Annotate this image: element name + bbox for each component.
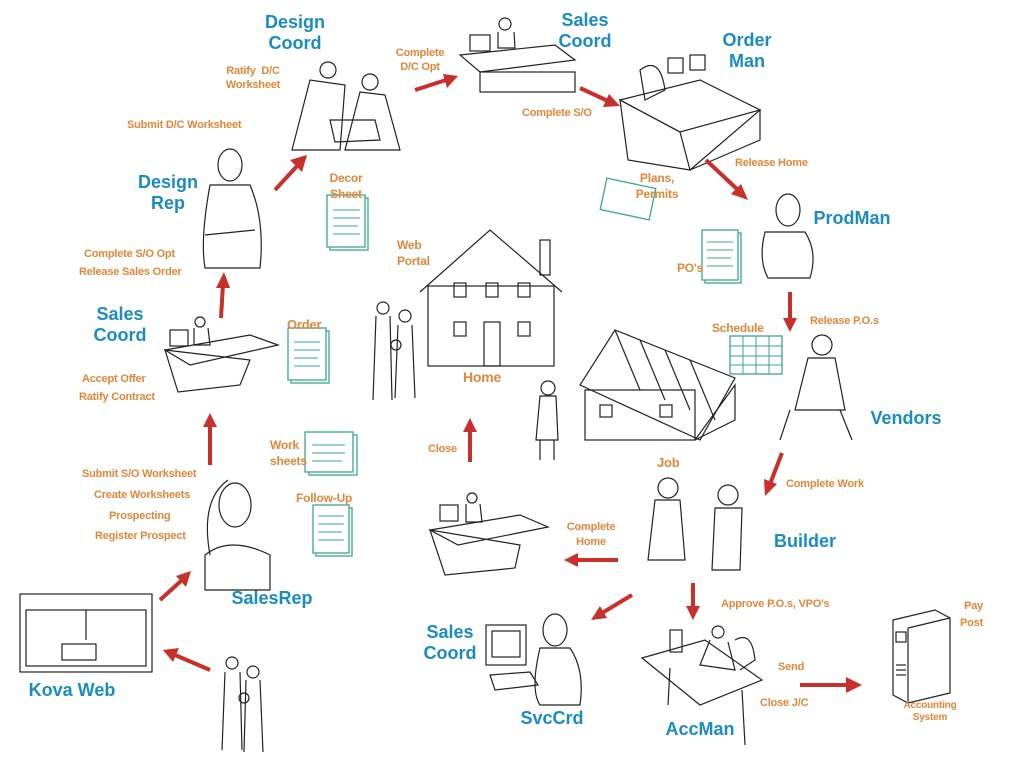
arrow-sales-coord-to-design-rep	[216, 272, 230, 319]
order-document-icon	[287, 327, 330, 384]
label-schedule: Schedule	[712, 321, 764, 335]
action-submit-so-worksheet: Submit S/O Worksheet	[82, 468, 197, 480]
family-figure-bottom	[221, 656, 264, 753]
role-sales-coord-left: Sales Coord	[93, 304, 147, 345]
action-complete-so-opt: Complete S/O Opt	[84, 248, 175, 260]
action-complete-so: Complete S/O	[522, 107, 592, 119]
role-salesrep: SalesRep	[231, 588, 313, 608]
arrow-sales-coord-to-home	[463, 418, 477, 462]
schedule-calendar-icon	[729, 335, 783, 375]
design-coord-figures	[291, 61, 401, 151]
arrow-builder-to-svccrd	[591, 593, 634, 620]
action-complete-work: Complete Work	[786, 478, 864, 490]
role-design-coord: Design Coord	[264, 12, 326, 53]
action-ratify-contract: Ratify Contract	[79, 391, 155, 403]
arrow-family-to-kova-web	[163, 648, 211, 672]
follow-up-document-icon	[312, 504, 353, 557]
vendor-figure	[779, 334, 853, 441]
desk-order-man	[618, 54, 762, 171]
action-release-sales-order: Release Sales Order	[79, 266, 182, 278]
worker-figure	[535, 380, 559, 460]
label-accounting-system: Accounting System	[903, 700, 957, 723]
action-release-home: Release Home	[735, 157, 808, 169]
worksheets-document-icon	[304, 431, 358, 476]
kova-web-screen	[19, 593, 153, 673]
label-decor-sheet: Decor Sheet	[329, 171, 363, 201]
role-design-rep: Design Rep	[137, 172, 199, 213]
label-home: Home	[463, 369, 502, 385]
prodman-figure	[761, 193, 814, 279]
label-job: Job	[657, 455, 680, 470]
arrow-builder-to-sales-coord	[564, 553, 618, 567]
label-worksheets: Work sheets	[270, 438, 307, 468]
role-accman: AccMan	[665, 719, 735, 739]
arrow-accman-to-accounting	[800, 677, 862, 693]
arrow-salesrep-to-sales-coord	[203, 413, 217, 465]
action-create-worksheets: Create Worksheets	[94, 489, 191, 501]
arrow-kova-web-to-salesrep	[158, 571, 191, 602]
action-close-jc: Close J/C	[760, 697, 809, 709]
role-svccrd: SvcCrd	[520, 708, 584, 728]
action-register-prospect: Register Prospect	[95, 530, 186, 542]
action-accept-offer: Accept Offer	[82, 373, 146, 385]
role-kova-web: Kova Web	[28, 680, 116, 700]
label-pos: PO's	[677, 261, 704, 275]
desk-accman	[640, 625, 764, 746]
action-send: Send	[778, 661, 805, 673]
action-approve-pos-vpos: Approve P.O.s, VPO's	[721, 598, 830, 610]
arrow-order-man-to-prodman	[704, 158, 748, 200]
label-web-portal: Web Portal	[397, 238, 430, 268]
desk-sales-coord-top	[458, 17, 577, 93]
arrow-design-rep-to-design-coord	[273, 155, 307, 192]
family-figure-top	[372, 301, 416, 401]
arrow-builder-to-accman	[686, 583, 700, 620]
house-illustration	[419, 229, 563, 367]
house-construction-illustration	[579, 329, 736, 441]
role-prodman: ProdMan	[813, 208, 891, 228]
label-order: Order	[287, 317, 322, 332]
arrow-prodman-to-vendors	[783, 292, 797, 332]
desk-sales-coord-left	[163, 316, 281, 393]
role-builder: Builder	[773, 531, 837, 551]
decor-sheet-document-icon	[326, 194, 369, 251]
desk-sales-coord-bottom	[428, 492, 551, 576]
action-submit-dc-worksheet: Submit D/C Worksheet	[127, 119, 242, 131]
label-follow-up: Follow-Up	[296, 491, 353, 505]
accounting-server	[892, 609, 951, 704]
action-prospecting: Prospecting	[109, 510, 171, 522]
arrow-vendors-to-builder	[764, 452, 784, 496]
arrow-design-coord-to-sales-coord	[414, 74, 458, 92]
salesrep-figure	[204, 479, 271, 591]
action-plans-permits: Plans, Permits	[635, 171, 679, 201]
action-ratify-dc-worksheet: Ratify D/C Worksheet	[225, 65, 281, 91]
action-complete-home: Complete Home	[566, 521, 616, 548]
arrow-sales-coord-to-order-man	[579, 86, 620, 107]
action-pay-post: Pay Post	[960, 600, 984, 629]
role-vendors: Vendors	[870, 408, 942, 428]
action-close: Close	[428, 443, 457, 455]
plans-permits-document-icon	[599, 177, 657, 221]
action-release-pos: Release P.O.s	[810, 315, 879, 327]
role-order-man: Order Man	[722, 30, 772, 71]
action-complete-dc-opt: Complete D/C Opt	[395, 47, 445, 73]
design-rep-figure	[202, 148, 262, 269]
pos-document-icon	[701, 229, 742, 284]
role-sales-coord-top: Sales Coord	[558, 10, 612, 51]
svccrd-figure	[485, 613, 582, 706]
role-sales-coord-bottom: Sales Coord	[423, 622, 477, 663]
builder-figures	[647, 477, 743, 571]
